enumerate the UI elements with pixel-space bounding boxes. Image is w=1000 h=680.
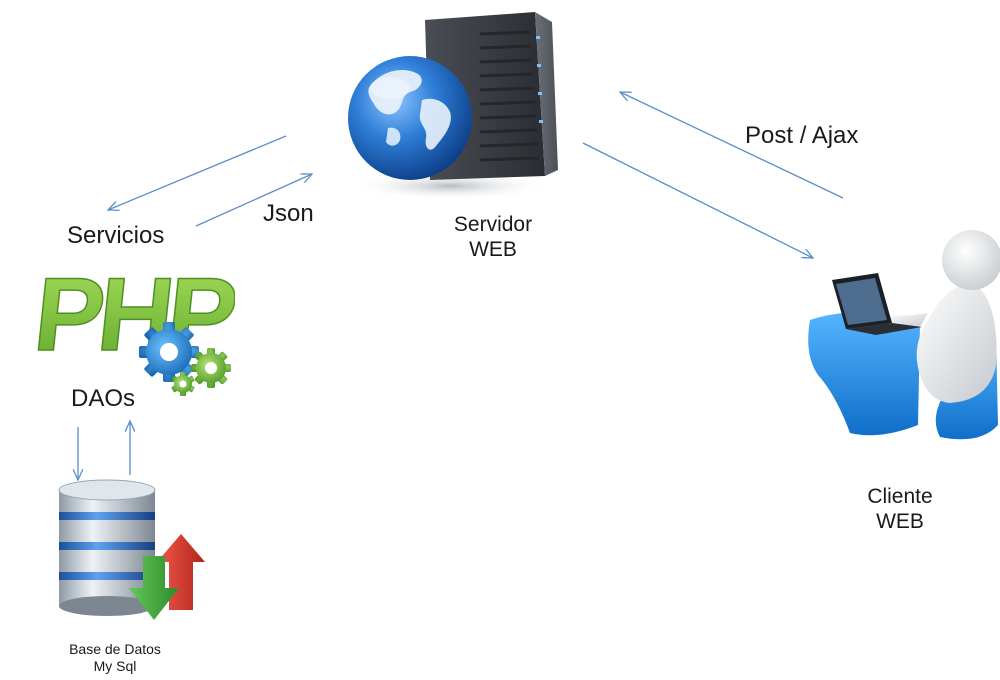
arrow-server-to-services bbox=[108, 135, 287, 210]
php-logo-graphic: PHP bbox=[28, 257, 240, 374]
json-label: Json bbox=[263, 200, 314, 227]
post-ajax-label: Post / Ajax bbox=[745, 122, 859, 149]
php-logo: PHP bbox=[10, 250, 240, 396]
base-datos-line-2: My Sql bbox=[93, 658, 137, 674]
svg-text:PHP: PHP bbox=[29, 257, 235, 373]
base-datos-label: Base de Datos My Sql bbox=[50, 641, 180, 675]
servidor-web-line-2: WEB bbox=[469, 238, 517, 261]
cliente-web-line-2: WEB bbox=[876, 510, 924, 533]
servicios-label: Servicios bbox=[67, 222, 165, 249]
base-datos-line-1: Base de Datos bbox=[69, 641, 161, 657]
servidor-web-label: Servidor WEB bbox=[438, 212, 548, 262]
cliente-web-label: Cliente WEB bbox=[845, 484, 955, 534]
arrow-services-to-server bbox=[195, 174, 312, 227]
servidor-web-line-1: Servidor bbox=[453, 213, 533, 236]
cliente-web-line-1: Cliente bbox=[867, 485, 933, 508]
arrow-server-to-client bbox=[582, 142, 813, 258]
daos-label: DAOs bbox=[71, 385, 136, 412]
database-image bbox=[58, 479, 205, 620]
arrow-client-to-server bbox=[620, 92, 844, 199]
client-image bbox=[808, 230, 1000, 440]
web-server-image bbox=[348, 12, 558, 200]
gears-icon bbox=[139, 322, 231, 396]
